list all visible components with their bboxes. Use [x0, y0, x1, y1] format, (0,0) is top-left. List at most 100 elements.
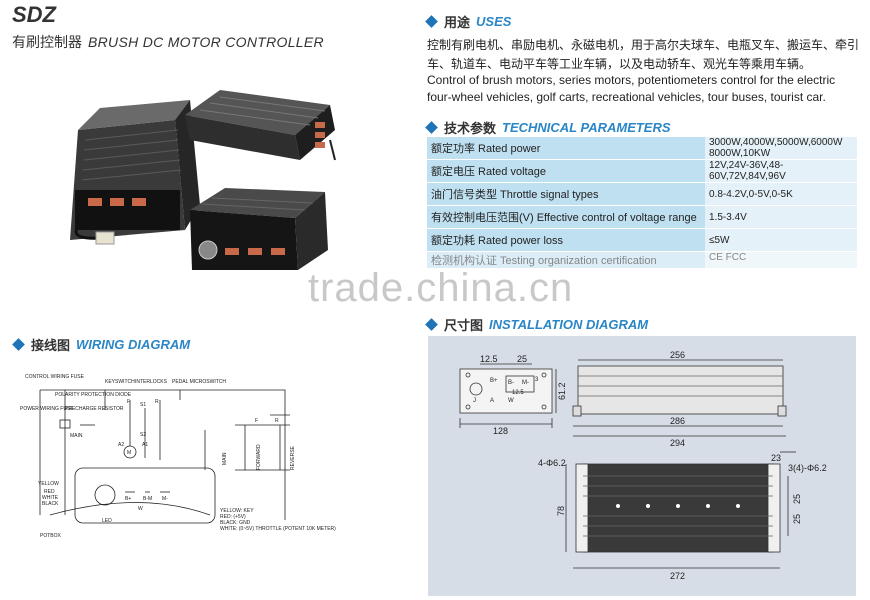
label-main-vertical: MAIN — [222, 452, 228, 465]
install-title-en: INSTALLATION DIAGRAM — [489, 317, 649, 332]
controller-photo-left — [70, 100, 200, 245]
installation-diagram: 12.5 25 256 128 286 294 4-Φ6.2 23 3(4)-Φ… — [428, 336, 856, 596]
param-value: 12V,24V-36V,48-60V,72V,84V,96V — [705, 159, 857, 183]
tech-heading: 技术参数 TECHNICAL PARAMETERS — [425, 118, 671, 137]
param-label: 额定功率 Rated power — [427, 137, 705, 160]
label-polarity: POLARITY PROTECTION DIODE — [55, 392, 132, 398]
param-value: CE FCC — [705, 251, 857, 269]
label-f: F — [127, 399, 130, 405]
label-keyswitch: KEYSWITCH — [105, 379, 135, 385]
dim-25: 25 — [517, 354, 527, 364]
dim-12-5b: 12.5 — [512, 390, 524, 396]
label-interlocks: INTERLOCKS — [135, 379, 168, 385]
label-s2: S2 — [140, 432, 146, 438]
param-label: 油门信号类型 Throttle signal types — [427, 182, 705, 206]
dim-12-5: 12.5 — [480, 354, 498, 364]
label-white: WHITE — [42, 495, 59, 501]
uses-title-en: USES — [476, 14, 512, 29]
table-row: 检测机构认证 Testing organization certificatio… — [427, 251, 857, 269]
install-title-cn: 尺寸图 — [444, 318, 484, 333]
dim-25b: 25 — [792, 494, 802, 504]
watermark: trade.china.cn — [308, 266, 574, 310]
dim-61-2: 61.2 — [557, 382, 567, 400]
product-subtitle: 有刷控制器 BRUSH DC MOTOR CONTROLLER — [12, 32, 324, 52]
param-value: 3000W,4000W,5000W,6000W 8000W,10KW — [705, 137, 857, 160]
wiring-title-cn: 接线图 — [31, 338, 71, 353]
model-name: SDZ — [12, 2, 56, 27]
label-m-minus: M- — [162, 496, 168, 502]
uses-text-en: Control of brush motors, series motors, … — [427, 73, 836, 104]
param-label: 额定功耗 Rated power loss — [427, 228, 705, 252]
param-label: 有效控制电压范围(V) Effective control of voltage… — [427, 205, 705, 229]
uses-heading: 用途 USES — [425, 12, 512, 31]
param-label: 检测机构认证 Testing organization certificatio… — [427, 251, 705, 269]
label-key-white: WHITE: (0~5V) THROTTLE (POTENT 10K METER… — [220, 526, 336, 532]
label-a: A — [490, 398, 494, 404]
dim-272: 272 — [670, 571, 685, 581]
controller-photo-bottom — [190, 188, 328, 270]
dim-4-hole: 4-Φ6.2 — [538, 458, 566, 468]
param-value: ≤5W — [705, 228, 857, 252]
label-b-plus: B+ — [490, 378, 498, 384]
diamond-bullet-icon — [12, 338, 25, 351]
tech-title-cn: 技术参数 — [444, 121, 497, 136]
label-b-plus: B+ — [125, 496, 131, 502]
label-key-red: RED: (+5V) — [220, 514, 246, 520]
label-precharge: PRECHARGE RESISTOR — [65, 406, 124, 412]
dim-294: 294 — [670, 438, 685, 448]
label-w: W — [138, 506, 143, 512]
label-w: W — [508, 398, 514, 404]
label-reverse: REVERSE — [290, 445, 296, 470]
param-value: 0.8-4.2V,0-5V,0-5K — [705, 182, 857, 206]
diamond-bullet-icon — [425, 121, 438, 134]
subtitle-en: BRUSH DC MOTOR CONTROLLER — [88, 34, 324, 50]
table-row: 额定功耗 Rated power loss≤5W — [427, 228, 857, 252]
label-led: LED — [102, 518, 112, 524]
dim-23: 23 — [771, 453, 781, 463]
install-heading: 尺寸图 INSTALLATION DIAGRAM — [425, 315, 649, 334]
subtitle-cn: 有刷控制器 — [12, 34, 82, 50]
param-value: 1.5-3.4V — [705, 205, 857, 229]
wiring-title-en: WIRING DIAGRAM — [76, 337, 191, 352]
diamond-bullet-icon — [425, 15, 438, 28]
uses-title-cn: 用途 — [444, 15, 471, 30]
param-label: 额定电压 Rated voltage — [427, 159, 705, 183]
label-red: RED — [44, 489, 55, 495]
label-pedal: PEDAL MICROSWITCH — [172, 379, 226, 385]
product-photos — [70, 90, 336, 270]
label-key-title: YELLOW: KEY — [220, 508, 254, 514]
label-a2: A2 — [118, 442, 124, 448]
label-key-black: BLACK: GND — [220, 520, 251, 526]
label-bm: B-M — [143, 496, 152, 502]
label-m: M — [127, 450, 131, 456]
label-s1: S1 — [140, 402, 146, 408]
tech-title-en: TECHNICAL PARAMETERS — [502, 120, 671, 135]
table-row: 有效控制电压范围(V) Effective control of voltage… — [427, 205, 857, 229]
label-f2: F — [255, 418, 258, 424]
label-3: 3 — [535, 377, 539, 383]
label-potbox: POTBOX — [40, 533, 62, 539]
controller-photo-top — [185, 90, 336, 161]
dim-78: 78 — [556, 506, 566, 516]
wiring-diagram: CONTROL WIRING FUSE KEYSWITCH INTERLOCKS… — [20, 374, 336, 539]
label-forward: FORWARD — [256, 444, 262, 470]
label-j: J — [473, 398, 476, 404]
dim-128: 128 — [493, 426, 508, 436]
dim-25c: 25 — [792, 514, 802, 524]
label-control-fuse: CONTROL WIRING FUSE — [25, 374, 85, 380]
label-yellow: YELLOW — [38, 481, 59, 487]
uses-text-cn: 控制有刷电机、串励电机、永磁电机，用于高尔夫球车、电瓶叉车、搬运车、牵引车、轨道… — [427, 38, 860, 71]
label-m-minus: M- — [522, 380, 529, 386]
diamond-bullet-icon — [425, 318, 438, 331]
label-r2: R — [275, 418, 279, 424]
dim-3-hole: 3(4)-Φ6.2 — [788, 463, 827, 473]
dim-286: 286 — [670, 416, 685, 426]
label-main: MAIN — [70, 433, 83, 439]
dim-256: 256 — [670, 350, 685, 360]
wiring-heading: 接线图 WIRING DIAGRAM — [12, 335, 191, 354]
label-black: BLACK — [42, 501, 59, 507]
label-a1: A1 — [142, 442, 148, 448]
